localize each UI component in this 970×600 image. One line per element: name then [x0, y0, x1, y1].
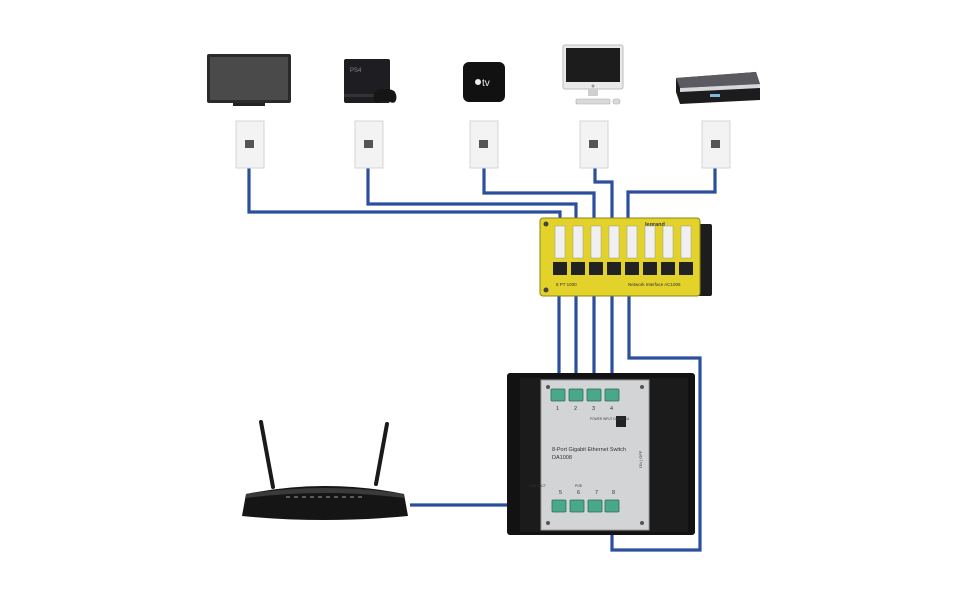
- wall-plate-1: [235, 120, 265, 169]
- router-icon: [242, 420, 408, 520]
- switch-title: 8-Port Gigabit Ethernet Switch: [552, 447, 626, 453]
- tv-icon: [207, 54, 291, 106]
- wall-plate-5: [701, 120, 731, 169]
- wall-plate-2: [354, 120, 384, 169]
- game-console-icon: PS4: [344, 59, 397, 103]
- panel-right-label: Network Interface AC1006: [628, 282, 681, 287]
- console-brand: PS4: [350, 68, 362, 74]
- panel-ports: [553, 262, 693, 275]
- panel-brand: legrand: [645, 222, 665, 228]
- power-label: POWER INPUT DC 12V 1A: [590, 417, 630, 421]
- uplink-label: LINK / ACT: [529, 484, 546, 488]
- wall-plate-4: [579, 120, 609, 169]
- cable-panel-uplink: [610, 296, 702, 552]
- cable-dvr: [626, 168, 717, 232]
- switch-bottom-ports: [551, 499, 620, 513]
- port-number: 4: [610, 406, 613, 412]
- port-number: 1: [556, 406, 559, 412]
- desktop-computer-icon: [562, 44, 624, 105]
- port-number: 8: [612, 490, 615, 496]
- port-number: 3: [592, 406, 595, 412]
- switch-side-label: ON | OFF: [638, 450, 643, 468]
- cable-streaming: [482, 168, 596, 232]
- ethernet-switch: 1 2 3 4 POWER INPUT DC 12V 1A 8-Port Gig…: [507, 373, 695, 535]
- panel-left-label: 8 PT 1000: [556, 282, 577, 287]
- panel-punchdown-blocks: [554, 225, 692, 259]
- power-jack: POWER INPUT DC 12V 1A: [590, 416, 630, 427]
- cable-computer: [593, 168, 614, 232]
- poe-label: POE: [575, 484, 583, 488]
- cable-tv: [247, 168, 562, 232]
- apple-tv-icon: tv: [463, 62, 505, 102]
- switch-model: DA1008: [552, 455, 572, 461]
- router-leds: [286, 496, 362, 498]
- port-number: 7: [595, 490, 598, 496]
- patch-panel: legrand 8 PT 1000 Network Interface AC10…: [539, 217, 712, 297]
- port-number: 5: [559, 490, 562, 496]
- dvr-icon: [676, 72, 760, 104]
- port-number: 2: [574, 406, 577, 412]
- switch-top-ports: [550, 388, 620, 402]
- wall-plates: [235, 120, 731, 169]
- wall-plate-3: [469, 120, 499, 169]
- port-number: 6: [577, 490, 580, 496]
- switch-bottom-port-numbers: 5 6 7 8: [559, 490, 615, 496]
- streaming-brand: tv: [482, 78, 490, 89]
- switch-top-port-numbers: 1 2 3 4: [556, 406, 613, 412]
